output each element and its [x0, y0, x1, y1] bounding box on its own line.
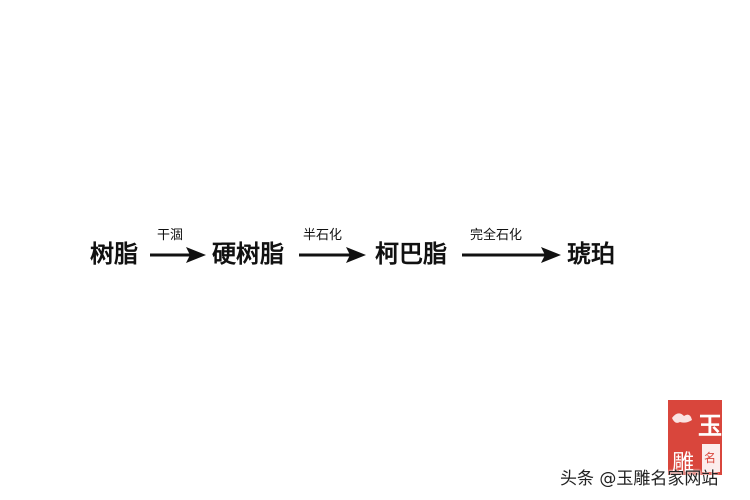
node-amber: 琥珀	[567, 240, 615, 268]
arrow-3	[462, 247, 561, 263]
seal-logo: 玉 雕 名	[668, 400, 722, 476]
arrow-2	[299, 247, 366, 263]
svg-text:玉: 玉	[698, 411, 722, 440]
node-hard-resin: 硬树脂	[212, 240, 284, 268]
arrow-label-fully-fossilized: 完全石化	[470, 228, 523, 243]
node-resin: 树脂	[90, 240, 138, 268]
node-copal: 柯巴脂	[375, 240, 447, 268]
arrow-1	[150, 247, 206, 263]
arrow-label-semi-fossilized: 半石化	[303, 228, 343, 243]
arrow-label-dry: 干涸	[157, 228, 184, 243]
svg-text:名: 名	[704, 450, 716, 465]
seal-logo-glyphs: 玉 雕 名	[672, 411, 722, 476]
svg-text:雕: 雕	[672, 451, 694, 475]
watermark: 头条 @玉雕名家网站	[560, 469, 719, 489]
